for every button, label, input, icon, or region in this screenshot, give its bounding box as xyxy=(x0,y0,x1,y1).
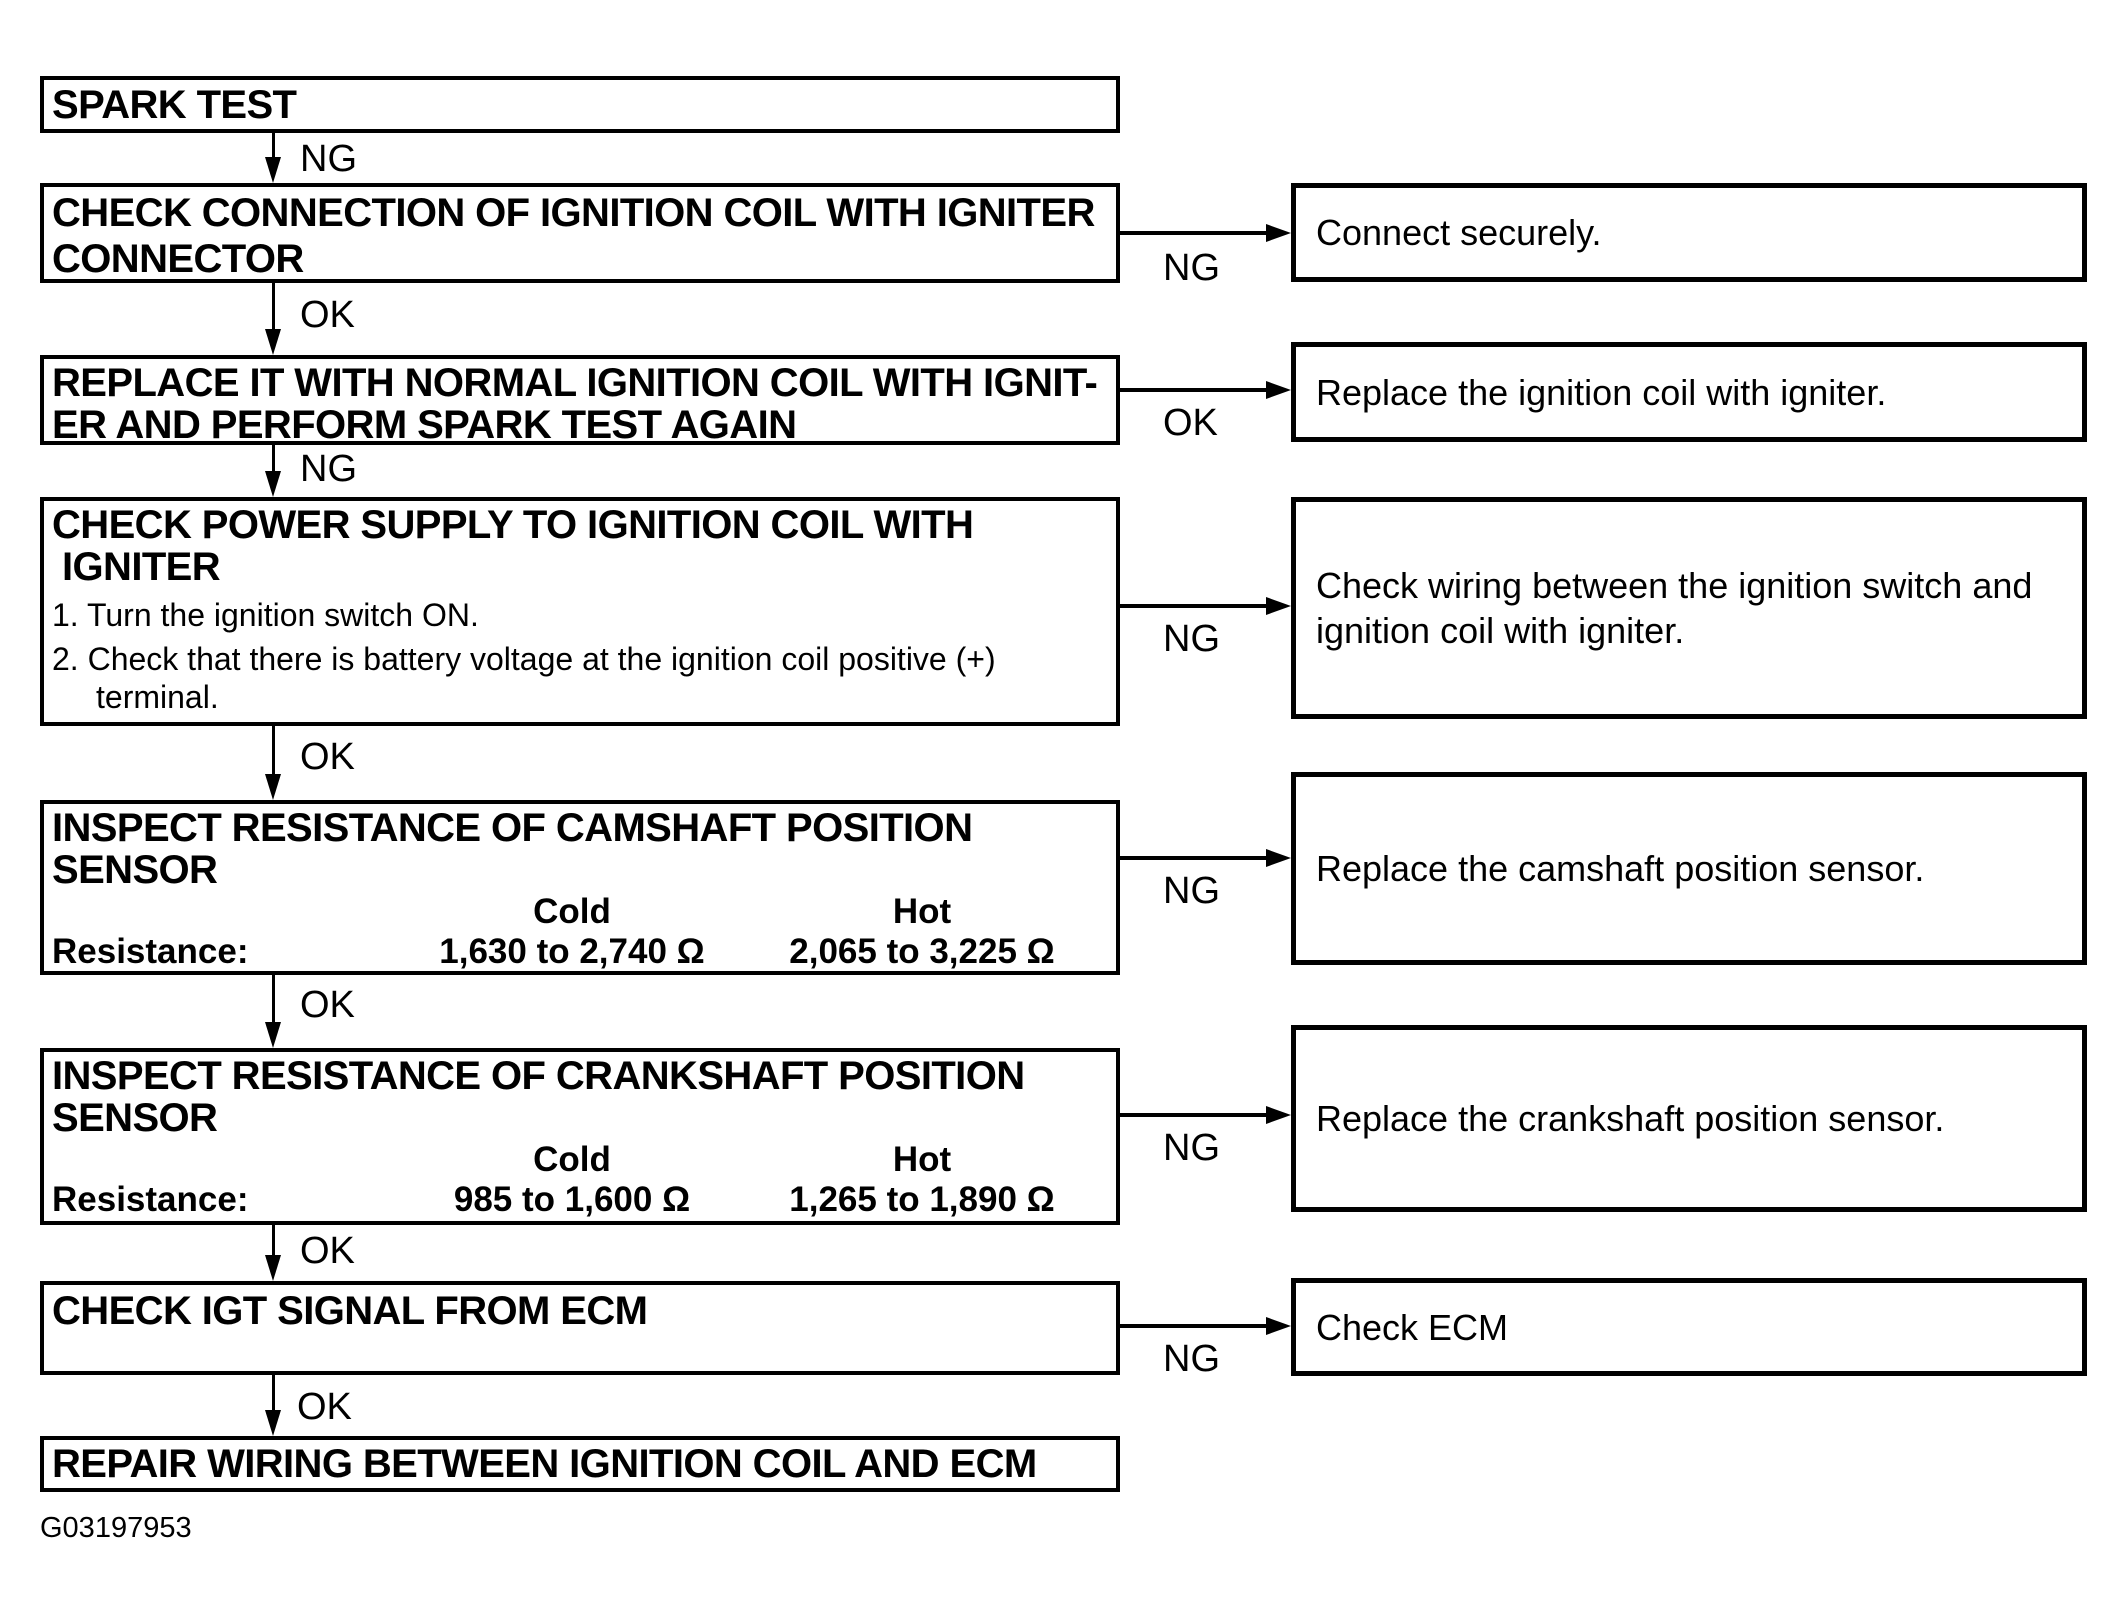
flow-box-check-power-supply: CHECK POWER SUPPLY TO IGNITION COIL WITH… xyxy=(40,497,1120,726)
spec-col-cold: Cold xyxy=(533,1140,611,1179)
connector-label-ok: OK xyxy=(300,294,355,336)
flow-box-check-connection: CHECK CONNECTION OF IGNITION COIL WITH I… xyxy=(40,183,1120,283)
arrow-line xyxy=(272,1225,275,1259)
arrow-line xyxy=(272,1375,275,1414)
spec-header-row: Cold Hot xyxy=(44,1141,1116,1179)
spec-row-label: Resistance: xyxy=(52,932,249,971)
result-box-replace-crankshaft-sensor: Replace the crankshaft position sensor. xyxy=(1291,1025,2087,1212)
arrow-line xyxy=(272,133,275,163)
result-text: Replace the camshaft position sensor. xyxy=(1316,848,1925,889)
arrow-line xyxy=(1120,1113,1266,1117)
down-arrowhead-icon xyxy=(265,329,281,355)
step-title: SPARK TEST xyxy=(52,82,297,127)
arrow-line xyxy=(1120,231,1266,235)
step-title-line: IGNITER xyxy=(62,545,221,589)
step-instruction-continued: terminal. xyxy=(96,679,219,715)
spec-header-spacer xyxy=(52,893,372,931)
step-title-line: INSPECT RESISTANCE OF CAMSHAFT POSITION xyxy=(52,806,973,850)
down-arrowhead-icon xyxy=(265,471,281,497)
spec-hot-value: 1,265 to 1,890 Ω xyxy=(789,1180,1055,1219)
down-arrowhead-icon xyxy=(265,1022,281,1048)
spec-value-row: Resistance: 1,630 to 2,740 Ω 2,065 to 3,… xyxy=(44,931,1116,973)
spec-col-cold: Cold xyxy=(533,892,611,931)
step-title-line: CHECK CONNECTION OF IGNITION COIL WITH I… xyxy=(52,191,1095,235)
arrow-line xyxy=(1120,388,1266,392)
connector-label-ng: NG xyxy=(300,138,357,180)
step-title: CHECK IGT SIGNAL FROM ECM xyxy=(52,1289,648,1333)
down-arrowhead-icon xyxy=(265,1410,281,1436)
spec-col-hot: Hot xyxy=(892,892,952,931)
down-arrowhead-icon xyxy=(265,157,281,183)
spec-header-spacer xyxy=(52,1141,372,1179)
connector-label-ok: OK xyxy=(300,736,355,778)
connector-label-ok: OK xyxy=(300,1230,355,1272)
step-title-line: SENSOR xyxy=(52,848,218,892)
arrow-line xyxy=(272,283,275,333)
arrow-line xyxy=(272,445,275,475)
connector-label-ng: NG xyxy=(1163,618,1220,660)
result-box-connect-securely: Connect securely. xyxy=(1291,183,2087,282)
step-title-line: SENSOR xyxy=(52,1096,218,1140)
down-arrowhead-icon xyxy=(265,774,281,800)
arrow-line xyxy=(1120,856,1266,860)
step-instruction: 1. Turn the ignition switch ON. xyxy=(52,597,479,633)
step-title-line: CHECK POWER SUPPLY TO IGNITION COIL WITH xyxy=(52,503,974,547)
flow-box-inspect-camshaft-sensor: INSPECT RESISTANCE OF CAMSHAFT POSITION … xyxy=(40,800,1120,975)
flow-box-replace-with-normal-coil: REPLACE IT WITH NORMAL IGNITION COIL WIT… xyxy=(40,355,1120,447)
figure-code: G03197953 xyxy=(40,1512,192,1544)
step-title-line: REPLACE IT WITH NORMAL IGNITION COIL WIT… xyxy=(52,361,1098,405)
spec-hot-value: 2,065 to 3,225 Ω xyxy=(789,932,1055,971)
result-box-replace-camshaft-sensor: Replace the camshaft position sensor. xyxy=(1291,772,2087,965)
connector-label-ng: NG xyxy=(1163,247,1220,289)
arrow-line xyxy=(272,726,275,778)
flow-box-inspect-crankshaft-sensor: INSPECT RESISTANCE OF CRANKSHAFT POSITIO… xyxy=(40,1048,1120,1225)
right-arrowhead-icon xyxy=(1266,224,1291,242)
spec-header-row: Cold Hot xyxy=(44,893,1116,931)
connector-label-ok: OK xyxy=(297,1386,352,1428)
connector-label-ok: OK xyxy=(300,984,355,1026)
result-text: Replace the ignition coil with igniter. xyxy=(1316,371,1887,413)
step-title-line: INSPECT RESISTANCE OF CRANKSHAFT POSITIO… xyxy=(52,1054,1025,1098)
connector-label-ng: NG xyxy=(300,448,357,490)
connector-label-ng: NG xyxy=(1163,1338,1220,1380)
right-arrowhead-icon xyxy=(1266,381,1291,399)
step-title-line: CONNECTOR xyxy=(52,237,304,281)
connector-label-ng: NG xyxy=(1163,870,1220,912)
spec-cold-value: 1,630 to 2,740 Ω xyxy=(439,932,705,971)
result-box-replace-ignition-coil: Replace the ignition coil with igniter. xyxy=(1291,342,2087,442)
arrow-line xyxy=(1120,604,1266,608)
arrow-line xyxy=(272,975,275,1026)
right-arrowhead-icon xyxy=(1266,1106,1291,1124)
result-text: Check wiring between the ignition switch… xyxy=(1316,565,2033,651)
result-text: Replace the crankshaft position sensor. xyxy=(1316,1098,1945,1139)
result-text: Check ECM xyxy=(1316,1306,1509,1348)
spec-row-label: Resistance: xyxy=(52,1180,249,1219)
step-title-line: ER AND PERFORM SPARK TEST AGAIN xyxy=(52,403,797,447)
right-arrowhead-icon xyxy=(1266,1317,1291,1335)
down-arrowhead-icon xyxy=(265,1255,281,1281)
spec-value-row: Resistance: 985 to 1,600 Ω 1,265 to 1,89… xyxy=(44,1179,1116,1221)
step-instruction: 2. Check that there is battery voltage a… xyxy=(52,641,996,677)
flow-box-spark-test: SPARK TEST xyxy=(40,76,1120,133)
connector-label-ng: NG xyxy=(1163,1127,1220,1169)
result-text: Connect securely. xyxy=(1316,212,1602,253)
right-arrowhead-icon xyxy=(1266,849,1291,867)
result-box-check-ecm: Check ECM xyxy=(1291,1278,2087,1376)
right-arrowhead-icon xyxy=(1266,597,1291,615)
step-title: REPAIR WIRING BETWEEN IGNITION COIL AND … xyxy=(52,1442,1037,1486)
result-box-check-wiring: Check wiring between the ignition switch… xyxy=(1291,497,2087,719)
connector-label-ok: OK xyxy=(1163,402,1218,444)
spec-cold-value: 985 to 1,600 Ω xyxy=(453,1180,691,1219)
arrow-line xyxy=(1120,1324,1266,1328)
flow-box-repair-wiring: REPAIR WIRING BETWEEN IGNITION COIL AND … xyxy=(40,1436,1120,1492)
flow-box-check-igt-signal: CHECK IGT SIGNAL FROM ECM xyxy=(40,1281,1120,1375)
spec-col-hot: Hot xyxy=(892,1140,952,1179)
